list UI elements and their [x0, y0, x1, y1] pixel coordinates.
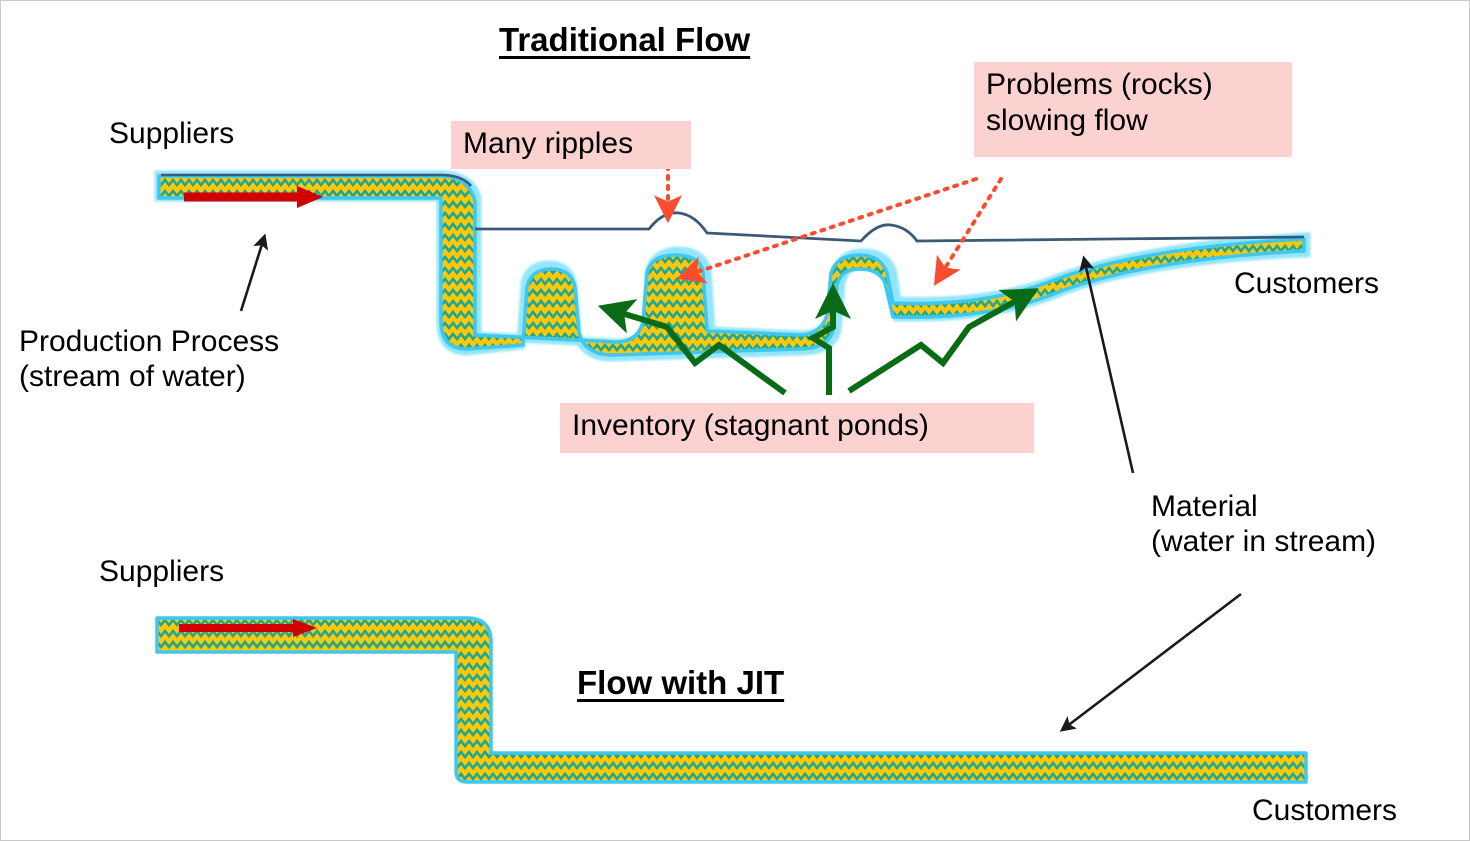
page-title-traditional: Traditional Flow — [499, 21, 751, 58]
flow-direction-arrow-top — [184, 186, 323, 208]
traditional-water-surface-line — [161, 173, 473, 187]
production-process-pointer-arrow — [239, 233, 269, 312]
pond-pointer-arrow-right — [847, 288, 1039, 394]
material-pointer-arrow-bottom — [1059, 592, 1242, 732]
rock-pointer-arrow-2 — [933, 177, 1003, 286]
pond-pointer-arrow-middle — [807, 283, 851, 395]
callout-problems-rocks: Problems (rocks) slowing flow — [974, 62, 1292, 157]
jit-water-channel — [155, 616, 1308, 784]
flow-direction-arrow-bottom — [179, 619, 317, 637]
label-suppliers-top: Suppliers — [109, 117, 235, 150]
pond-pointer-arrow-left — [597, 299, 787, 396]
callout-many-ripples: Many ripples — [451, 121, 691, 169]
label-production-process: Production Process (stream of water) — [19, 325, 280, 394]
label-suppliers-bottom: Suppliers — [99, 555, 225, 588]
traditional-stream-group — [154, 170, 1311, 362]
rock-pointer-arrow-1 — [676, 177, 978, 284]
label-customers-top: Customers — [1234, 267, 1380, 300]
traditional-water-body — [157, 174, 1306, 357]
jit-stream-group — [155, 616, 1308, 784]
label-customers-bottom: Customers — [1252, 794, 1398, 827]
material-pointer-arrow-top — [1079, 255, 1135, 474]
label-material: Material (water in stream) — [1151, 490, 1377, 559]
callout-inventory-ponds: Inventory (stagnant ponds) — [560, 403, 1034, 453]
page-title-jit: Flow with JIT — [577, 664, 785, 701]
